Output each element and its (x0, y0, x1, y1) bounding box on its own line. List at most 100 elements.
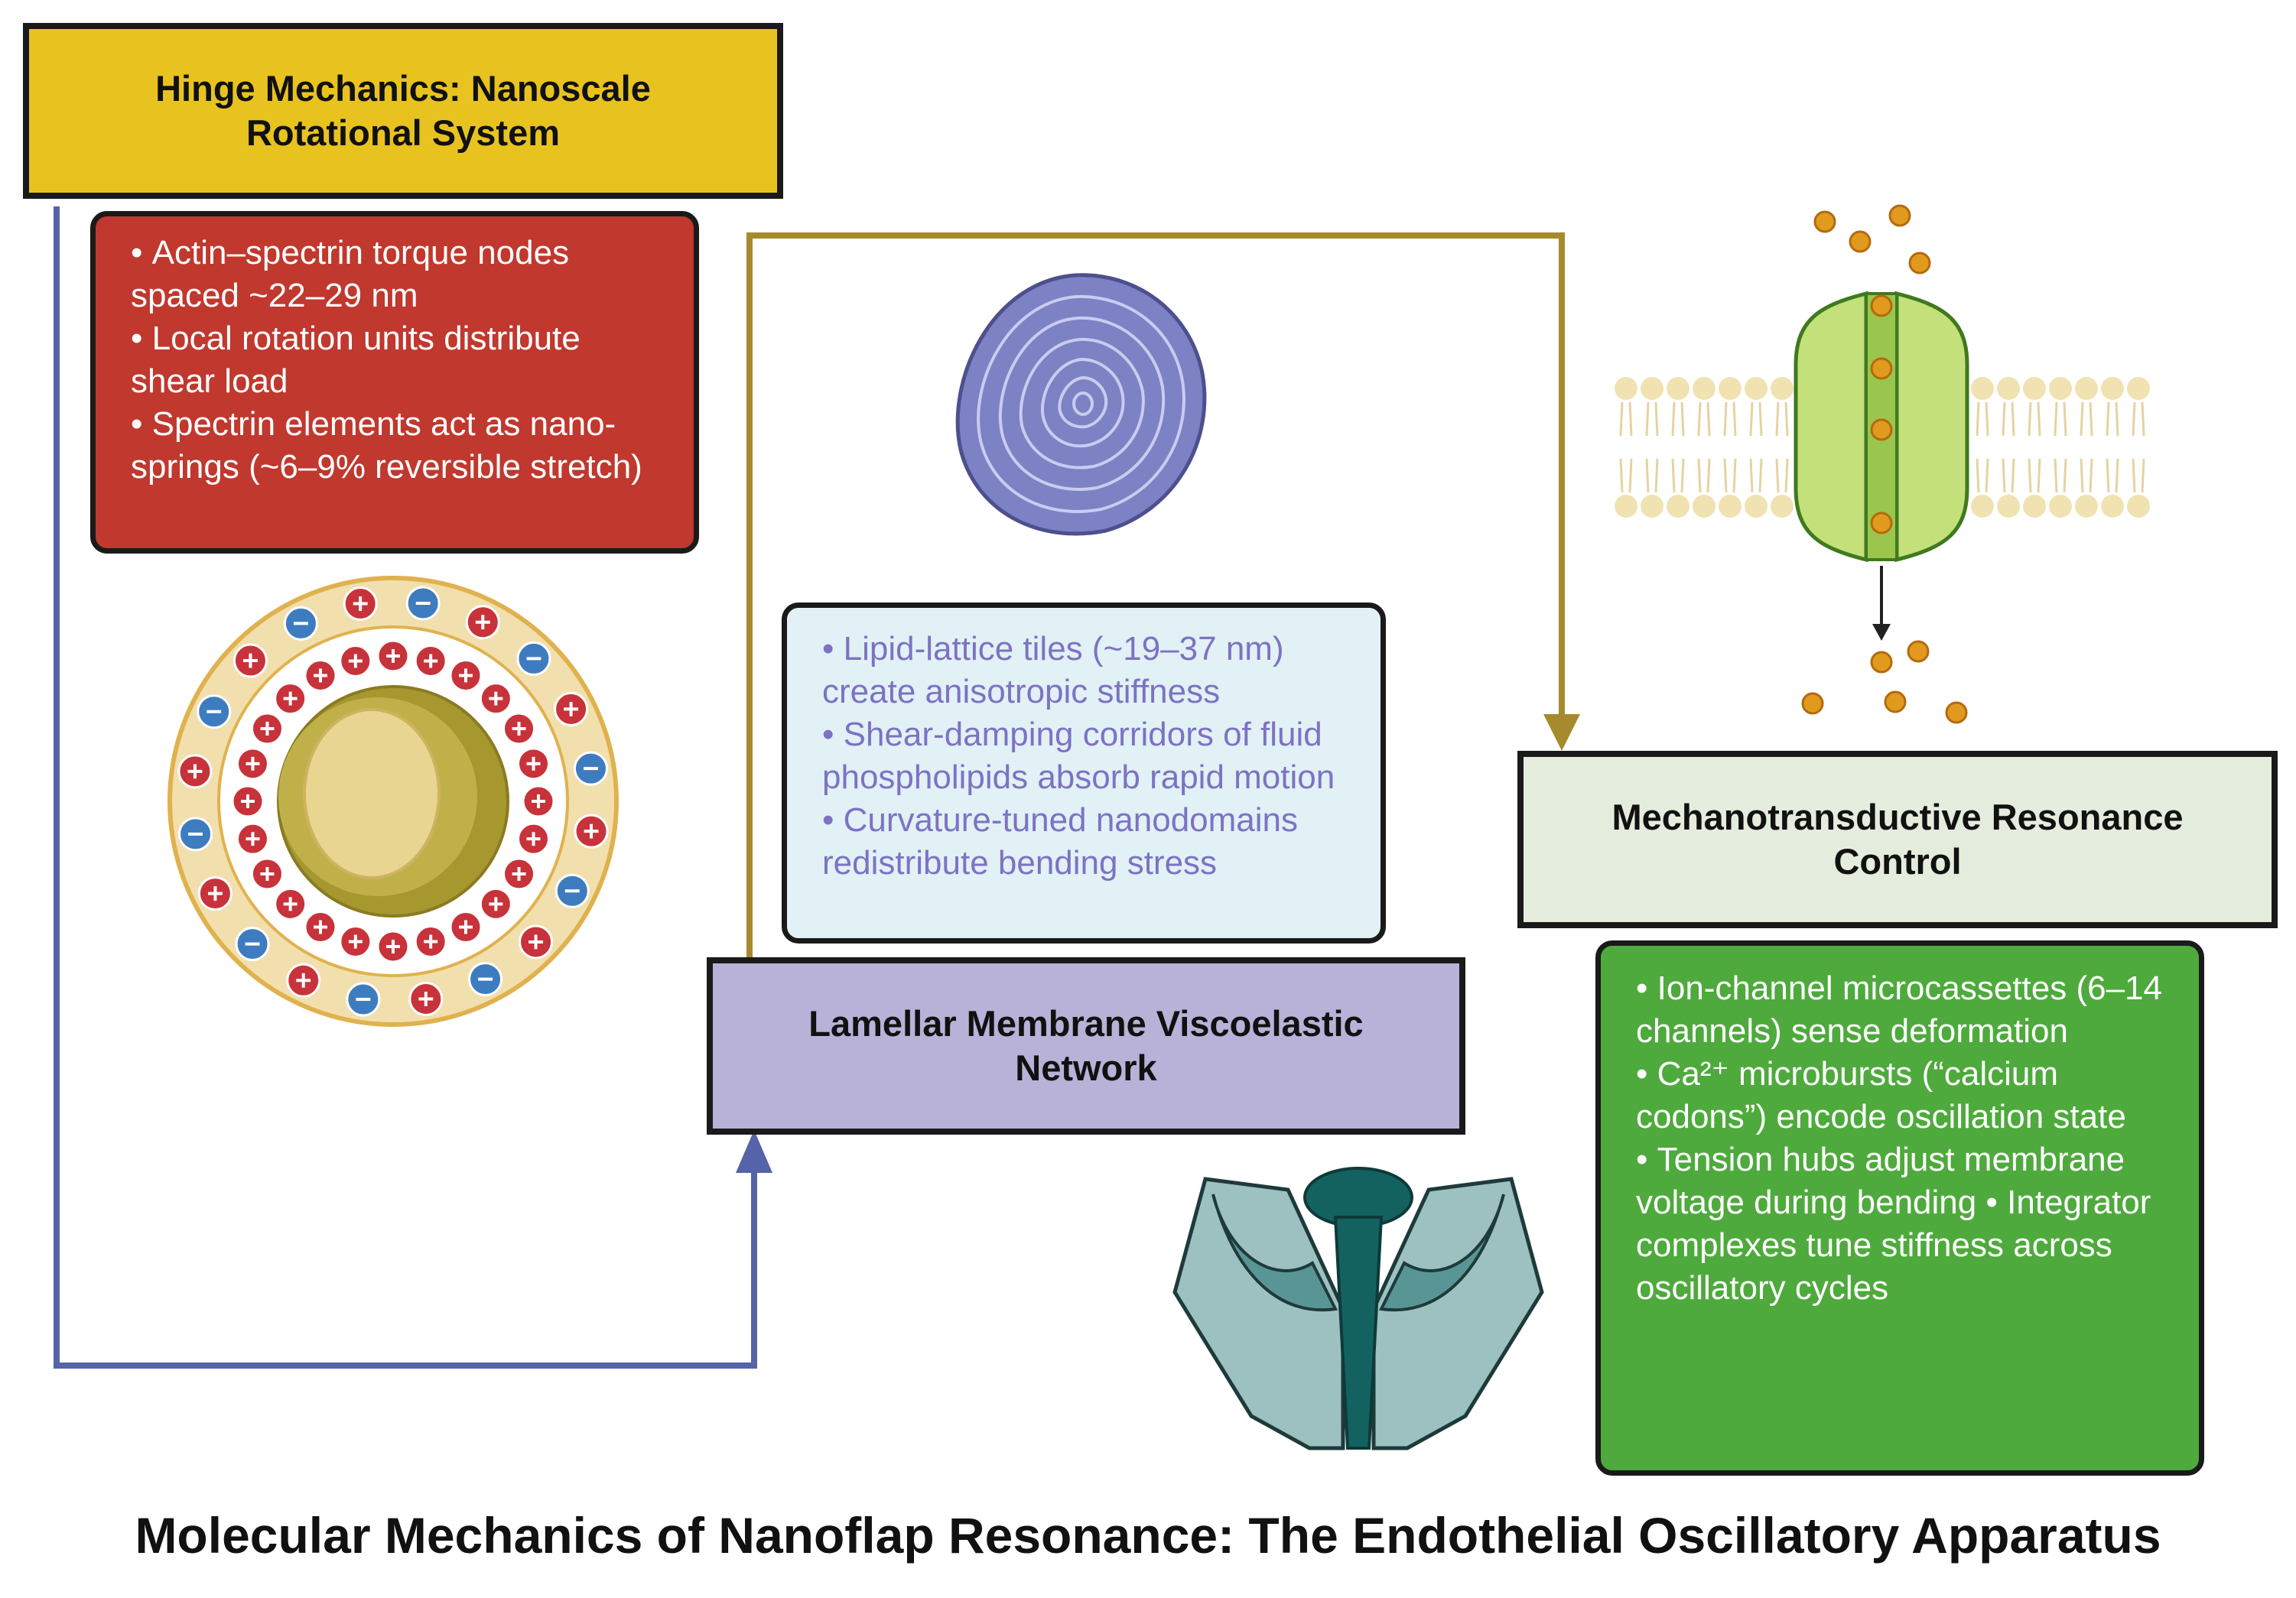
hinge-bullet-list: Actin–spectrin torque nodes spaced ~22–2… (131, 232, 674, 489)
hinge-title-box: Hinge Mechanics: Nanoscale Rotational Sy… (23, 23, 783, 199)
positive-charge-icon (408, 981, 444, 1016)
lipid-icon (2023, 377, 2046, 437)
positive-charge-icon (502, 857, 536, 891)
positive-charge-icon (250, 857, 284, 891)
arrow-head-mechano (1543, 714, 1580, 751)
lamellar-bullet: Lipid-lattice tiles (~19–37 nm) create a… (822, 628, 1365, 713)
lipid-icon (1745, 458, 1768, 518)
positive-charge-icon (479, 887, 512, 921)
hinge-title: Hinge Mechanics: Nanoscale Rotational Sy… (155, 68, 651, 153)
mechano-bullet-list: Ion-channel microcassettes (6–14 channel… (1636, 967, 2184, 1310)
positive-charge-icon (343, 586, 378, 622)
lipid-icon (1997, 458, 2020, 518)
lamellar-bullet: Curvature-tuned nanodomains redistribute… (822, 799, 1365, 885)
calcium-ion-icon (1801, 692, 1824, 715)
calcium-ion-icon (1884, 690, 1907, 713)
negative-charge-icon (516, 641, 551, 676)
positive-charge-icon (502, 712, 536, 745)
positive-charge-icon (414, 644, 447, 677)
lipid-icon (1667, 458, 1689, 518)
mechano-bullet: Ca²⁺ microbursts (“calcium codons”) enco… (1636, 1053, 2184, 1138)
positive-charge-icon (231, 784, 265, 818)
calcium-ion-icon (1945, 701, 1968, 724)
lipid-icon (1971, 377, 1994, 437)
lipid-icon (2075, 458, 2098, 518)
ion-channel-membrane-icon (1615, 204, 2150, 724)
positive-charge-icon (479, 682, 512, 716)
mechano-bullet: Tension hubs adjust membrane voltage dur… (1636, 1138, 2184, 1310)
calcium-ion-icon (1813, 210, 1836, 233)
positive-charge-icon (517, 747, 551, 781)
arrow-lamellar-to-mechano (746, 232, 1565, 957)
hinge-bullet: Local rotation units distribute shear lo… (131, 317, 674, 403)
lamellar-title: Lamellar Membrane Viscoelastic Network (808, 1003, 1364, 1088)
lipid-icon (2127, 458, 2150, 518)
positive-charge-icon (519, 924, 554, 960)
negative-charge-icon (468, 962, 503, 997)
lipid-icon (1693, 377, 1715, 437)
positive-charge-icon (554, 691, 589, 726)
calcium-ion-icon (1870, 357, 1893, 380)
lipid-icon (2075, 377, 2098, 437)
lipid-icon (1771, 377, 1794, 437)
lipid-icon (1641, 458, 1663, 518)
lamellar-title-box: Lamellar Membrane Viscoelastic Network (707, 957, 1465, 1135)
calcium-ion-icon (1870, 418, 1893, 441)
positive-charge-icon (522, 784, 555, 818)
positive-charge-icon (339, 644, 372, 677)
positive-charge-icon (376, 930, 410, 963)
hinge-bullet: Actin–spectrin torque nodes spaced ~22–2… (131, 232, 674, 317)
lipid-icon (2101, 377, 2124, 437)
negative-charge-icon (178, 817, 213, 852)
positive-charge-icon (250, 712, 284, 745)
mechano-bullets-box: Ion-channel microcassettes (6–14 channel… (1595, 940, 2204, 1476)
lipid-icon (2049, 377, 2072, 437)
lipid-icon (1667, 377, 1689, 437)
negative-charge-icon (405, 586, 441, 621)
calcium-ion-icon (1870, 512, 1893, 534)
lipid-icon (1719, 458, 1742, 518)
positive-charge-icon (414, 925, 447, 959)
mechano-title: Mechanotransductive Resonance Control (1611, 797, 2184, 882)
positive-charge-icon (177, 754, 213, 789)
positive-charge-icon (449, 658, 483, 692)
negative-charge-icon (554, 873, 590, 908)
calcium-ion-icon (1870, 651, 1893, 674)
lipid-icon (1641, 377, 1663, 437)
figure-title: Molecular Mechanics of Nanoflap Resonanc… (135, 1507, 2161, 1564)
hinge-bullet: Spectrin elements act as nano-springs (~… (131, 403, 674, 489)
positive-charge-icon (449, 911, 483, 944)
positive-charge-icon (574, 814, 609, 849)
lamellar-bullet: Shear-damping corridors of fluid phospho… (822, 713, 1365, 799)
lipid-icon (1997, 377, 2020, 437)
positive-charge-icon (376, 639, 410, 673)
calcium-ion-icon (1908, 252, 1931, 274)
lipid-icon (1615, 377, 1637, 437)
lipid-icon (1971, 458, 1994, 518)
lamellar-bullets-box: Lipid-lattice tiles (~19–37 nm) create a… (782, 602, 1386, 944)
lipid-icon (1745, 377, 1768, 437)
positive-charge-icon (304, 658, 337, 692)
positive-charge-icon (274, 887, 307, 921)
negative-charge-icon (235, 927, 270, 962)
positive-charge-icon (304, 911, 337, 944)
positive-charge-icon (517, 822, 551, 856)
negative-charge-icon (573, 751, 608, 786)
positive-charge-icon (339, 925, 372, 959)
cell-charge-icon (167, 576, 619, 1027)
negative-charge-icon (197, 694, 232, 729)
lipid-icon (1771, 458, 1794, 518)
lipid-icon (1615, 458, 1637, 518)
positive-charge-icon (286, 963, 321, 998)
positive-charge-icon (236, 747, 269, 781)
positive-charge-icon (236, 822, 269, 856)
calcium-ion-icon (1870, 294, 1893, 317)
lipid-icon (2049, 458, 2072, 518)
negative-charge-icon (283, 606, 318, 641)
ion-channel-protein-icon (1172, 1167, 1544, 1450)
lipid-icon (1719, 377, 1742, 437)
positive-charge-icon (233, 643, 268, 678)
positive-charge-icon (465, 605, 500, 640)
